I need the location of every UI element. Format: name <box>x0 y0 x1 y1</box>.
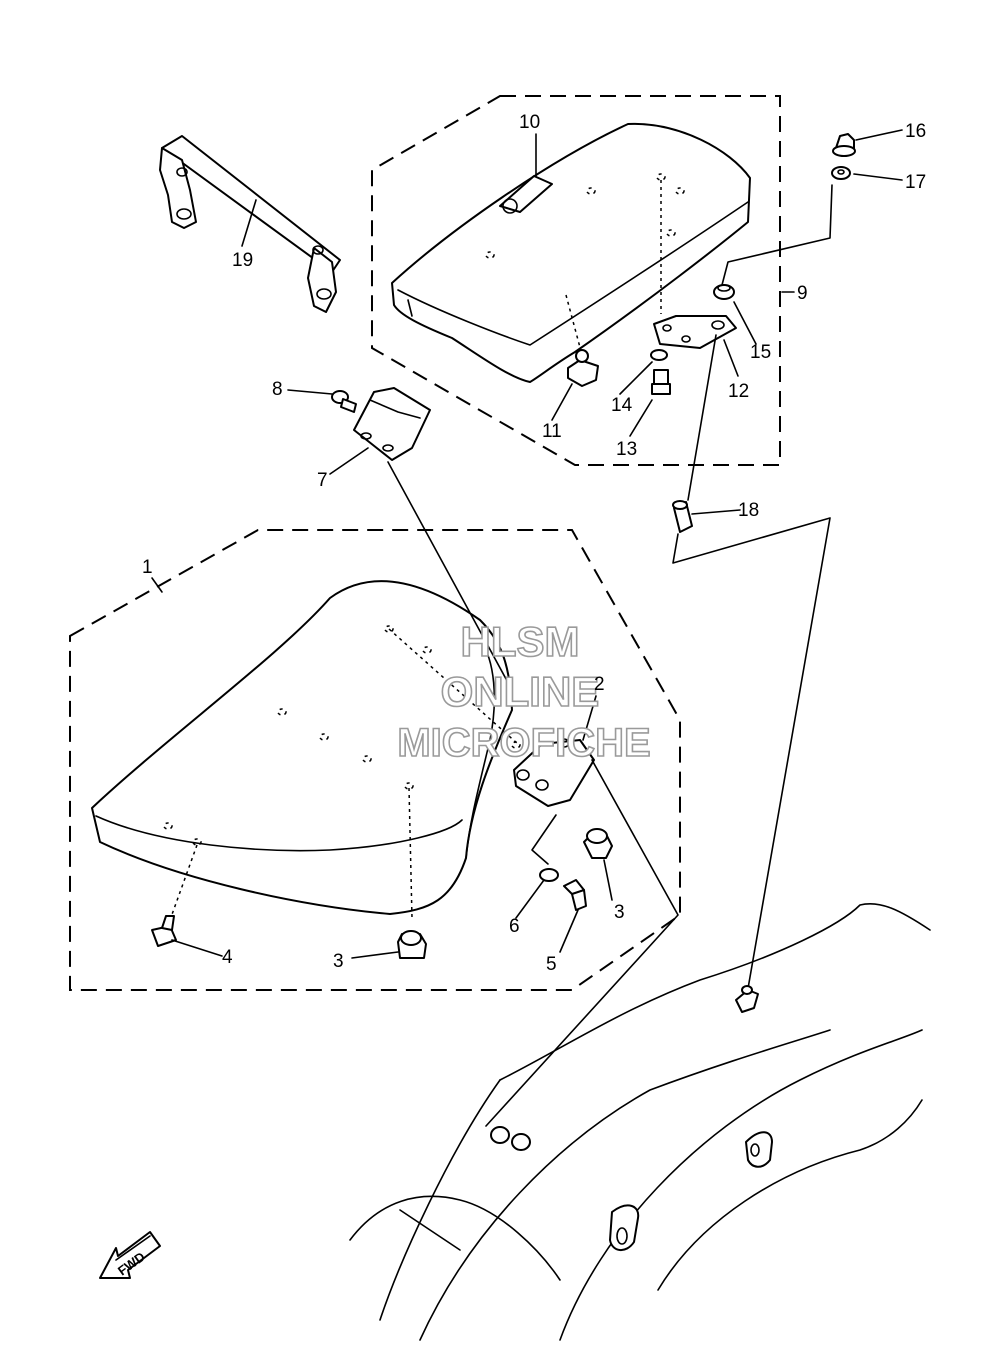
seat-stopper-part <box>567 349 599 387</box>
lock-washer-part <box>539 868 559 882</box>
grab-bar-part <box>159 135 341 313</box>
callout-10: 10 <box>519 112 540 133</box>
rear-fastener-leader <box>721 184 833 286</box>
callout-16: 16 <box>905 121 926 142</box>
screw-part <box>563 879 587 911</box>
rear-seat-assembly-outline <box>371 95 781 466</box>
callout-15: 15 <box>750 342 771 363</box>
cap-nut-part <box>832 133 856 157</box>
front-seat-bracket-part <box>513 738 595 807</box>
front-seat-rear-leader <box>485 759 679 1127</box>
damper-part-right <box>583 828 613 859</box>
lower-bracket-leader <box>531 814 557 865</box>
callout-11: 11 <box>542 421 562 442</box>
rear-frame-leader <box>672 517 831 1001</box>
watermark-line-2: ONLINE <box>441 668 600 715</box>
callout-9: 9 <box>797 283 808 304</box>
front-bracket-part <box>353 387 431 461</box>
frame-fender <box>349 903 931 1341</box>
watermark-line-3: MICROFICHE <box>397 721 650 765</box>
callout-14: 14 <box>611 395 633 416</box>
front-bracket-bolt-part <box>331 390 357 413</box>
damper-bolt-part <box>151 915 177 947</box>
callout-2: 2 <box>594 674 605 695</box>
watermark-line-1: HLSM <box>461 618 580 665</box>
callout-labels: 1 2 3 3 4 5 6 7 8 9 10 11 12 13 14 15 16… <box>142 112 926 975</box>
grommet-part <box>713 284 735 300</box>
callout-8: 8 <box>272 379 283 400</box>
callout-12: 12 <box>728 381 749 402</box>
callout-3-center: 3 <box>333 951 344 972</box>
callout-1: 1 <box>142 557 153 578</box>
bolt-part <box>651 369 671 395</box>
callout-3-right: 3 <box>614 902 625 923</box>
callout-leaders <box>151 129 903 959</box>
washer-part <box>650 349 668 361</box>
callout-6: 6 <box>509 916 520 937</box>
seat-bracket-part <box>653 315 737 349</box>
washer-top-part <box>831 166 851 180</box>
front-bracket-leader <box>387 461 513 691</box>
rear-seat-part <box>391 122 751 383</box>
collar-part <box>672 500 693 533</box>
fwd-arrow-icon: FWD <box>99 1231 161 1279</box>
callout-17: 17 <box>905 172 926 193</box>
callout-19: 19 <box>232 250 253 271</box>
damper-part-center <box>397 930 427 959</box>
callout-18: 18 <box>738 500 759 521</box>
callout-5: 5 <box>546 954 557 975</box>
callout-4: 4 <box>222 947 233 968</box>
watermark: HLSM ONLINE MICROFICHE <box>397 617 652 766</box>
callout-13: 13 <box>616 439 637 460</box>
collar-leader <box>687 334 717 501</box>
callout-7: 7 <box>317 470 328 491</box>
front-seat-part <box>91 580 521 921</box>
